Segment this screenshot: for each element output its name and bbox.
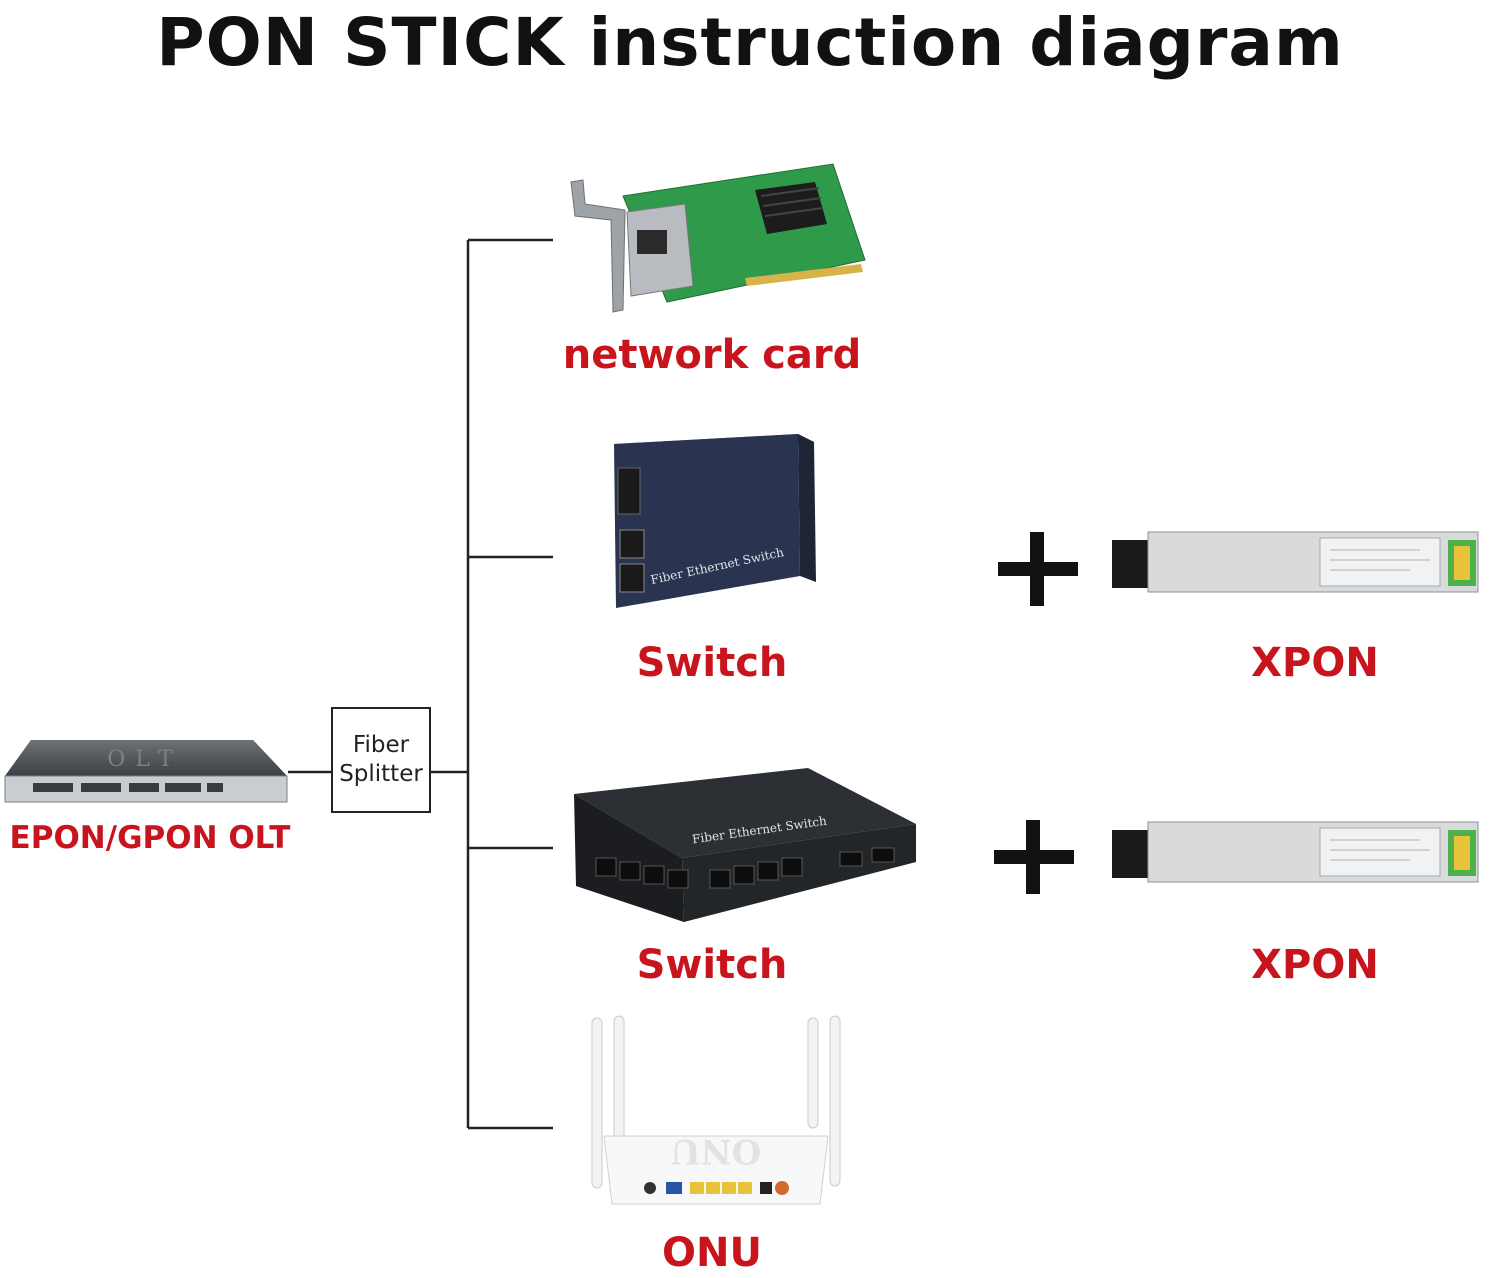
switch-2-image: Fiber Ethernet Switch xyxy=(574,768,916,922)
fiber-splitter-box: Fiber Splitter xyxy=(331,707,431,813)
olt-device-text: OLT xyxy=(107,747,183,772)
network-card-image xyxy=(570,163,866,313)
xpon-module-2-image xyxy=(1112,821,1479,883)
onu-device-text: ONU xyxy=(671,1131,761,1171)
network-card-label: network card xyxy=(562,332,862,378)
plus-2-icon xyxy=(994,820,1074,894)
switch-2-label: Switch xyxy=(636,942,788,988)
olt-label: EPON/GPON OLT xyxy=(9,820,291,856)
plus-1-text: + xyxy=(1030,552,1031,553)
xpon-2-label: XPON xyxy=(1251,942,1379,988)
switch-1-image: Fiber Ethernet Switch xyxy=(614,434,816,608)
page-title: PON STICK instruction diagram xyxy=(156,4,1344,81)
switch-1-label: Switch xyxy=(636,640,788,686)
splitter-label-line2: Splitter xyxy=(339,761,423,787)
onu-label: ONU xyxy=(662,1230,762,1276)
olt-device-image: OLT xyxy=(4,740,288,803)
xpon-module-1-image xyxy=(1112,531,1479,593)
xpon-1-label: XPON xyxy=(1251,640,1379,686)
splitter-label-line1: Fiber xyxy=(352,732,410,758)
plus-2-text: + xyxy=(1026,840,1027,841)
onu-router-image: ONU xyxy=(591,1015,841,1205)
plus-1-icon xyxy=(998,532,1078,606)
